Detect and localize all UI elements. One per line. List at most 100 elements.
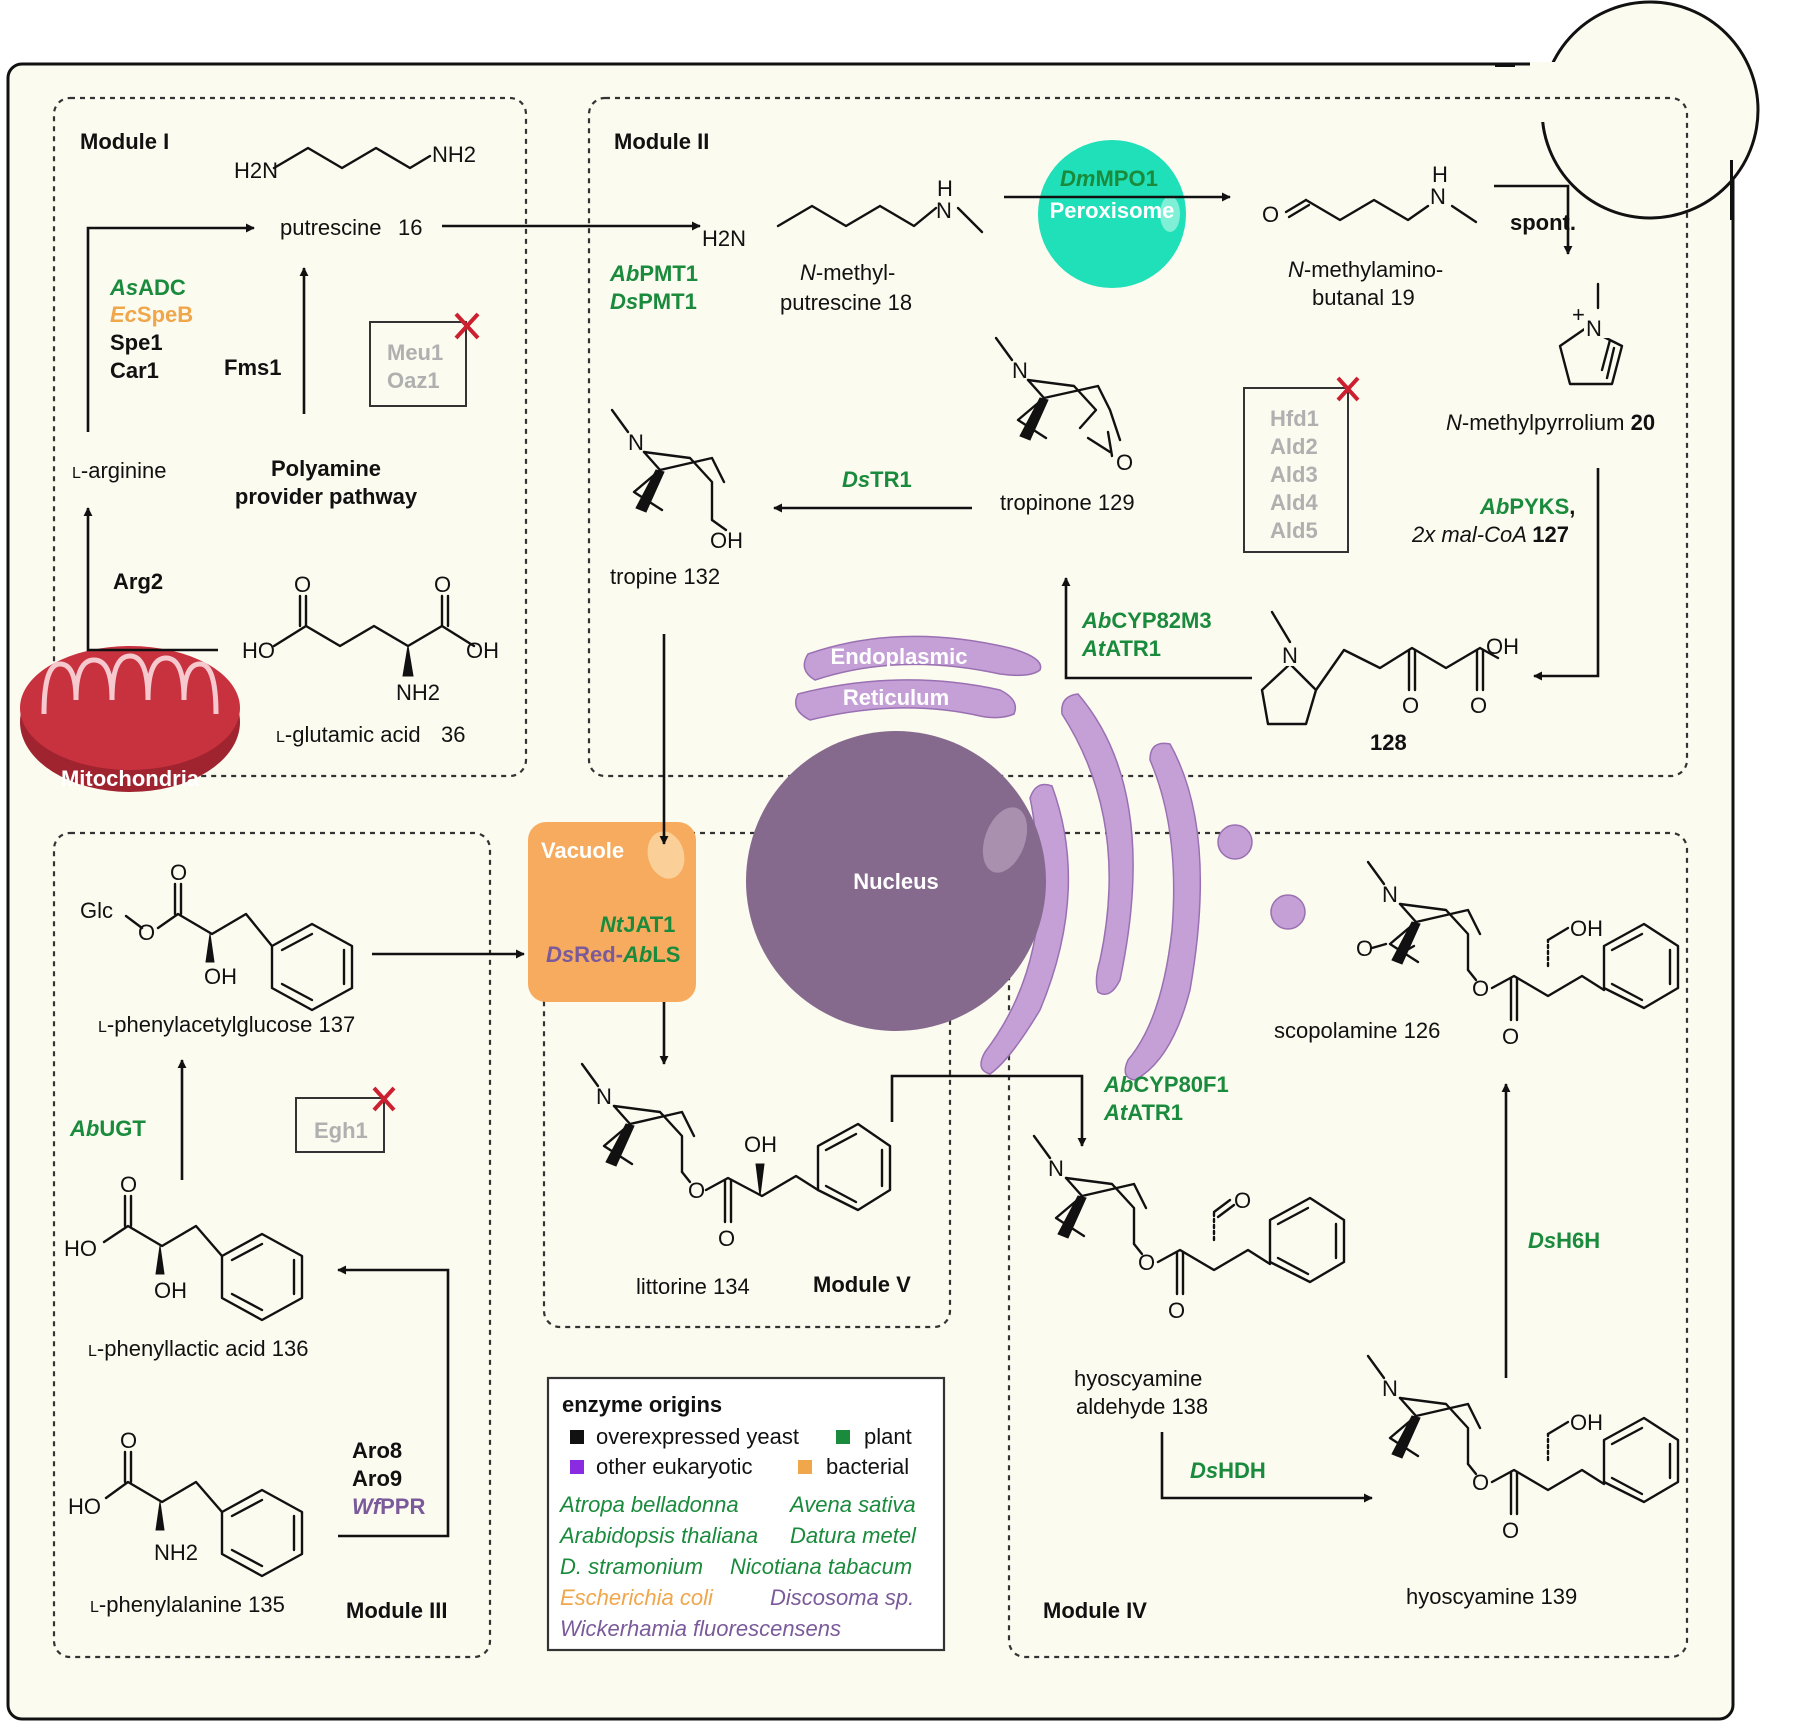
phe-ho: HO — [68, 1494, 101, 1519]
asadc-enzyme: AsADC — [109, 275, 186, 300]
species-datura-metel: Datura metel — [790, 1523, 917, 1548]
pla-o: O — [120, 1172, 137, 1197]
legend-item-yeast: overexpressed yeast — [596, 1424, 799, 1449]
species-atropa: Atropa belladonna — [558, 1492, 739, 1517]
meu1-oaz1-knockout-box: Meu1 Oaz1 — [369, 312, 480, 407]
hfd1-enzyme: Hfd1 — [1270, 406, 1319, 431]
methylpyrrolium-structure: N + — [1558, 282, 1624, 386]
glutamic-acid-structure: O O HO OH NH2 — [242, 572, 499, 705]
lit-o2: O — [718, 1226, 735, 1251]
mab-h: H — [1432, 162, 1448, 187]
mab-n: N — [1430, 184, 1446, 209]
car1-enzyme: Car1 — [110, 358, 159, 383]
phenylalanine-name: L-phenylalanine 135 — [90, 1592, 285, 1617]
tropinone-n: N — [1012, 358, 1028, 383]
hal-n: N — [1048, 1156, 1064, 1181]
knockout-x-icon — [454, 312, 480, 340]
fms1-enzyme: Fms1 — [224, 355, 281, 380]
arg2-enzyme: Arg2 — [113, 569, 163, 594]
ald5-enzyme: Ald5 — [1270, 518, 1318, 543]
nucleus: Nucleus — [746, 731, 1046, 1031]
aro9-enzyme: Aro9 — [352, 1466, 402, 1491]
dstr1-enzyme: DsTR1 — [842, 467, 912, 492]
malcoa-label: 2x mal-CoA 127 — [1411, 522, 1569, 547]
mput-h2n: H2N — [702, 226, 746, 251]
hyoscyamine-structure: N O O OH — [1366, 1354, 1680, 1543]
putrescine-name: putrescine — [280, 215, 382, 240]
phenylalanine-structure: O HO NH2 — [68, 1428, 304, 1578]
wfppr-enzyme: WfPPR — [352, 1494, 425, 1519]
polyamine-label-line1: Polyamine — [271, 456, 381, 481]
abpmt1-enzyme: AbPMT1 — [609, 261, 698, 286]
littorine-name: littorine 134 — [636, 1274, 750, 1299]
compound-128-structure: N O O OH — [1260, 610, 1519, 726]
legend-item-plant: plant — [864, 1424, 912, 1449]
legend-swatch-plant — [836, 1430, 850, 1444]
legend-title: enzyme origins — [562, 1392, 722, 1417]
ntjat1-enzyme: NtJAT1 — [600, 912, 675, 937]
c128-n: N — [1282, 643, 1298, 668]
scopolamine-structure: N O O O OH — [1356, 860, 1680, 1049]
methylaminobutanal-line2: butanal 19 — [1312, 285, 1415, 310]
endoplasmic-reticulum — [795, 635, 1306, 1081]
tropine-n: N — [628, 430, 644, 455]
hal-o1: O — [1138, 1250, 1155, 1275]
putrescine-number: 16 — [398, 215, 422, 240]
glutamic-name: L-glutamic acid — [276, 722, 421, 747]
dspmt1-enzyme: DsPMT1 — [610, 289, 697, 314]
lit-n: N — [596, 1084, 612, 1109]
module-ii-box — [587, 96, 1689, 778]
legend-item-other: other eukaryotic — [596, 1454, 753, 1479]
module-iii-label: Module III — [346, 1598, 447, 1623]
nucleus-label: Nucleus — [853, 869, 939, 894]
littorine-structure: N O O OH — [580, 1062, 892, 1251]
spont-label: spont. — [1510, 210, 1576, 235]
ecspeb-enzyme: EcSpeB — [110, 302, 193, 327]
phenylacetylglucose-structure: Glc O O OH — [80, 860, 354, 1012]
glu-ho: HO — [242, 638, 275, 663]
oaz1-enzyme: Oaz1 — [387, 368, 440, 393]
tropinone-name: tropinone 129 — [1000, 490, 1135, 515]
glu-nh2: NH2 — [396, 680, 440, 705]
phenylacetylglucose-name: L-phenylacetylglucose 137 — [98, 1012, 355, 1037]
dsred-ablS-enzyme: DsRed-AbLS — [546, 942, 680, 967]
methylputrescine-structure: H2N N H — [702, 176, 984, 251]
species-stramonium: D. stramonium — [560, 1554, 703, 1579]
abcyp80f1-enzyme: AbCYP80F1 — [1103, 1072, 1229, 1097]
hyoscyamine-aldehyde-line2: aldehyde 138 — [1076, 1394, 1208, 1419]
module-iv-label: Module IV — [1043, 1598, 1147, 1623]
putrescine-h2n: H2N — [234, 158, 278, 183]
pag-oh: OH — [204, 964, 237, 989]
species-ecoli: Escherichia coli — [560, 1585, 714, 1610]
glutamic-number: 36 — [441, 722, 465, 747]
mput-h: H — [937, 176, 953, 201]
er-label-line1: Endoplasmic — [831, 644, 968, 669]
methylaminobutanal-line1: N-methylamino- — [1288, 257, 1443, 282]
glu-o1: O — [294, 572, 311, 597]
ald3-enzyme: Ald3 — [1270, 462, 1318, 487]
pag-glc: Glc — [80, 898, 113, 923]
abugt-enzyme: AbUGT — [69, 1116, 146, 1141]
mput-n: N — [936, 198, 952, 223]
hyoscyamine-aldehyde-line1: hyoscyamine — [1074, 1366, 1202, 1391]
sco-o1: O — [1472, 976, 1489, 1001]
putrescine-structure: H2N NH2 — [234, 142, 476, 183]
arrow-phenylalanine-to-phenyllactic — [337, 1265, 450, 1538]
arrow-littorine-to-aldehyde — [890, 1074, 1087, 1147]
pla-oh: OH — [154, 1278, 187, 1303]
dshdh-enzyme: DsHDH — [1190, 1458, 1266, 1483]
arrow-arginine-to-putrescine — [86, 223, 255, 432]
pyr-plus: + — [1572, 302, 1585, 327]
module-i-box — [52, 96, 528, 778]
atatr1-a-enzyme: AtATR1 — [1081, 636, 1161, 661]
spe1-enzyme: Spe1 — [110, 330, 163, 355]
species-nicotiana: Nicotiana tabacum — [730, 1554, 912, 1579]
sco-o2: O — [1502, 1024, 1519, 1049]
arrow-pyrrolium-to-128 — [1533, 468, 1600, 681]
dmmpo1-enzyme: DmMPO1 — [1060, 166, 1158, 191]
species-discosoma: Discosoma sp. — [770, 1585, 914, 1610]
species-avena: Avena sativa — [788, 1492, 916, 1517]
module-ii-label: Module II — [614, 129, 709, 154]
hyo-oh: OH — [1570, 1410, 1603, 1435]
hyoscyamine-name: hyoscyamine 139 — [1406, 1584, 1577, 1609]
